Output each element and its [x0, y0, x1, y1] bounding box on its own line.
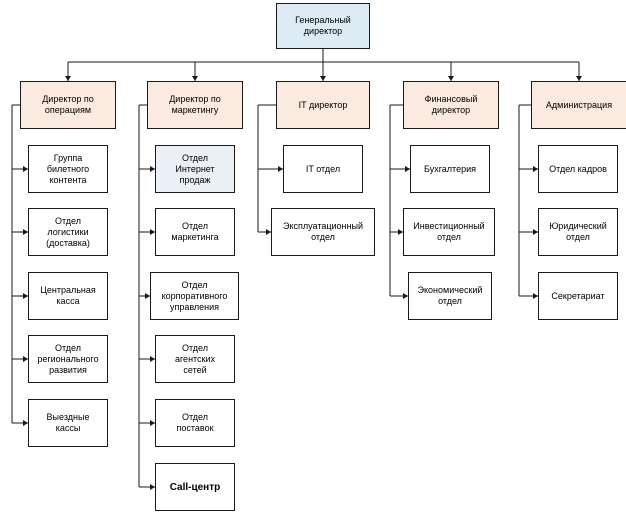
arrowhead-17	[23, 229, 28, 235]
arrowhead-9	[448, 76, 454, 81]
unit-economic-dept: Экономический отдел	[408, 272, 492, 320]
unit-mobile-cashdesks: Выездные кассы	[28, 399, 108, 447]
arrowhead-15	[23, 166, 28, 172]
arrowhead-3	[65, 76, 71, 81]
arrowhead-43	[266, 229, 271, 235]
finance-director-box: Финансовый директор	[403, 81, 499, 129]
arrowhead-23	[23, 420, 28, 426]
arrowhead-55	[533, 166, 538, 172]
unit-logistics-dept: Отдел логистики (доставка)	[28, 208, 108, 256]
arrowhead-11	[576, 76, 582, 81]
unit-regional-development: Отдел регионального развития	[28, 335, 108, 383]
arrowhead-59	[533, 293, 538, 299]
director-operations-box: Директор по операциям	[20, 81, 116, 129]
unit-hr-dept: Отдел кадров	[538, 145, 618, 193]
unit-operations-maintenance: Эксплуатационный отдел	[271, 208, 375, 256]
arrowhead-41	[278, 166, 283, 172]
unit-supply-dept: Отдел поставок	[155, 399, 235, 447]
arrowhead-27	[150, 166, 155, 172]
arrowhead-5	[192, 76, 198, 81]
unit-accounting: Бухгалтерия	[410, 145, 490, 193]
arrowhead-37	[150, 484, 155, 490]
arrowhead-31	[145, 293, 150, 299]
general-director-box: Генеральный директор	[276, 3, 370, 49]
unit-central-cashdesk: Центральная касса	[28, 272, 108, 320]
unit-it-dept: IT отдел	[283, 145, 363, 193]
arrowhead-49	[398, 229, 403, 235]
unit-marketing-dept: Отдел маркетинга	[155, 208, 235, 256]
arrowhead-21	[23, 356, 28, 362]
arrowhead-29	[150, 229, 155, 235]
unit-ticket-content-group: Группа билетного контента	[28, 145, 108, 193]
arrowhead-57	[533, 229, 538, 235]
administration-box: Администрация	[531, 81, 626, 129]
unit-investment-dept: Инвестиционный отдел	[403, 208, 495, 256]
arrowhead-35	[150, 420, 155, 426]
unit-secretariat: Секретариат	[538, 272, 618, 320]
arrowhead-33	[150, 356, 155, 362]
arrowhead-7	[320, 76, 326, 81]
arrowhead-19	[23, 293, 28, 299]
it-director-box: IT директор	[276, 81, 370, 129]
arrowhead-47	[405, 166, 410, 172]
unit-agent-networks: Отдел агентских сетей	[155, 335, 235, 383]
arrowhead-51	[403, 293, 408, 299]
unit-corporate-management: Отдел корпоративного управления	[150, 272, 239, 320]
unit-legal-dept: Юридический отдел	[538, 208, 618, 256]
unit-call-center: Call-центр	[155, 463, 235, 511]
director-marketing-box: Директор по маркетингу	[147, 81, 243, 129]
unit-internet-sales: Отдел Интернет продаж	[155, 145, 235, 193]
